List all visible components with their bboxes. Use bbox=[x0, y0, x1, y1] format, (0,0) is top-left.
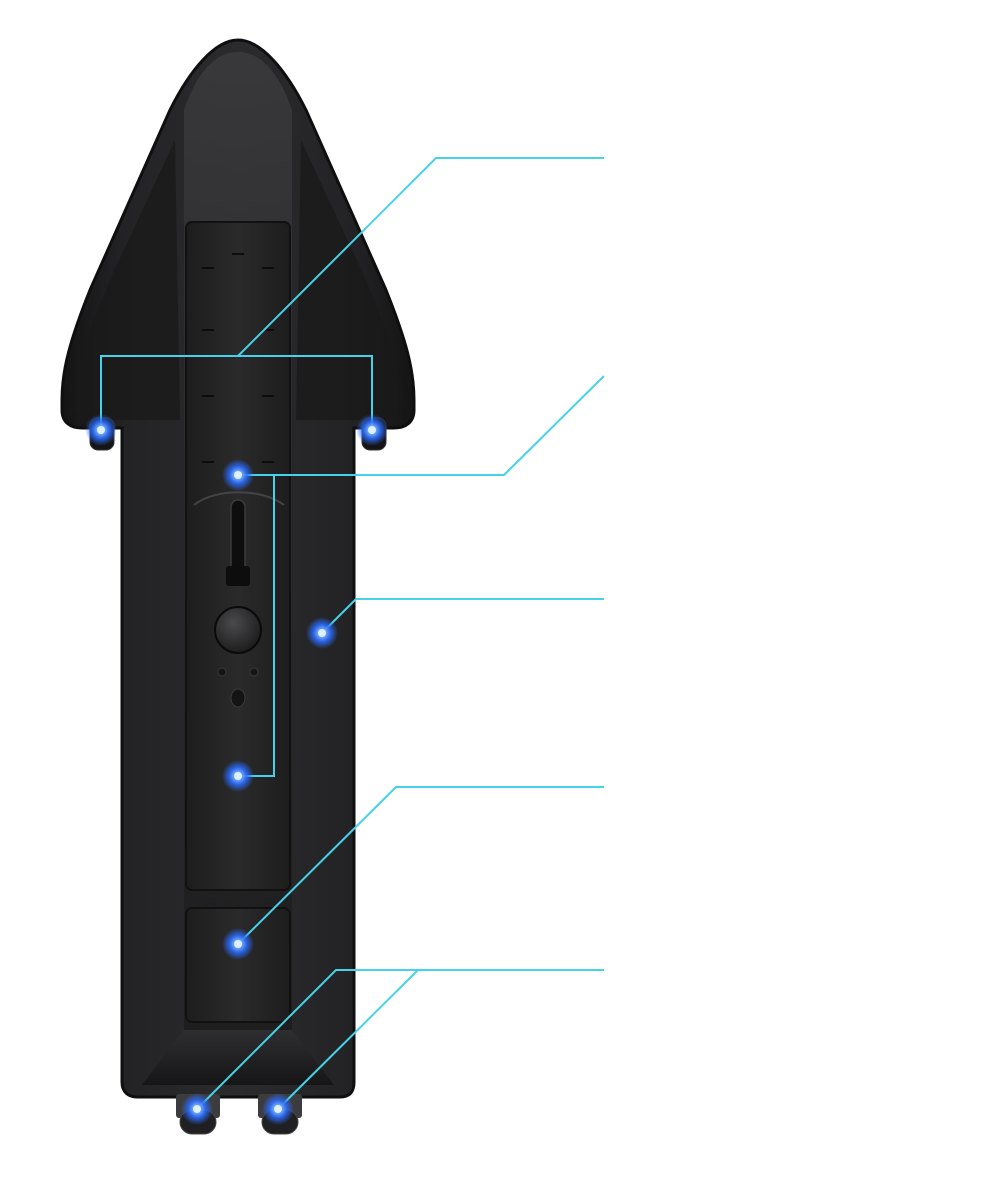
hotspot-deck-upper[interactable] bbox=[222, 459, 254, 491]
callout-line-5-branch bbox=[277, 969, 419, 1110]
hotspot-left-wing[interactable] bbox=[85, 414, 117, 446]
drain-plug bbox=[230, 688, 246, 708]
stern-wedge bbox=[142, 1030, 334, 1085]
antenna-mast bbox=[230, 499, 246, 573]
left-wing-rim bbox=[72, 140, 180, 420]
hotspot-hull-side[interactable] bbox=[306, 617, 338, 649]
callout-line-1 bbox=[237, 157, 604, 357]
callout-line-5 bbox=[196, 969, 604, 1110]
hotspot-rear-thruster-left[interactable] bbox=[181, 1093, 213, 1125]
callout-line-2 bbox=[238, 375, 605, 476]
hotspot-right-wing[interactable] bbox=[356, 414, 388, 446]
hotspot-deck-lower[interactable] bbox=[222, 760, 254, 792]
callout-line-3 bbox=[321, 598, 604, 634]
antenna-base bbox=[226, 566, 250, 586]
hotspot-rear-thruster-right[interactable] bbox=[262, 1093, 294, 1125]
control-knob bbox=[214, 606, 262, 654]
callout-line-4 bbox=[237, 786, 604, 945]
right-wing-rim bbox=[296, 140, 404, 420]
rear-hatch bbox=[185, 907, 291, 1023]
hotspots bbox=[85, 414, 388, 1125]
hotspot-rear-hatch[interactable] bbox=[222, 928, 254, 960]
panel-fasteners bbox=[202, 253, 274, 463]
panel-arc bbox=[193, 491, 285, 506]
small-port-right bbox=[249, 667, 259, 677]
callout-lines bbox=[100, 157, 605, 1110]
small-port-left bbox=[217, 667, 227, 677]
callout-line-1-branch bbox=[100, 355, 373, 428]
